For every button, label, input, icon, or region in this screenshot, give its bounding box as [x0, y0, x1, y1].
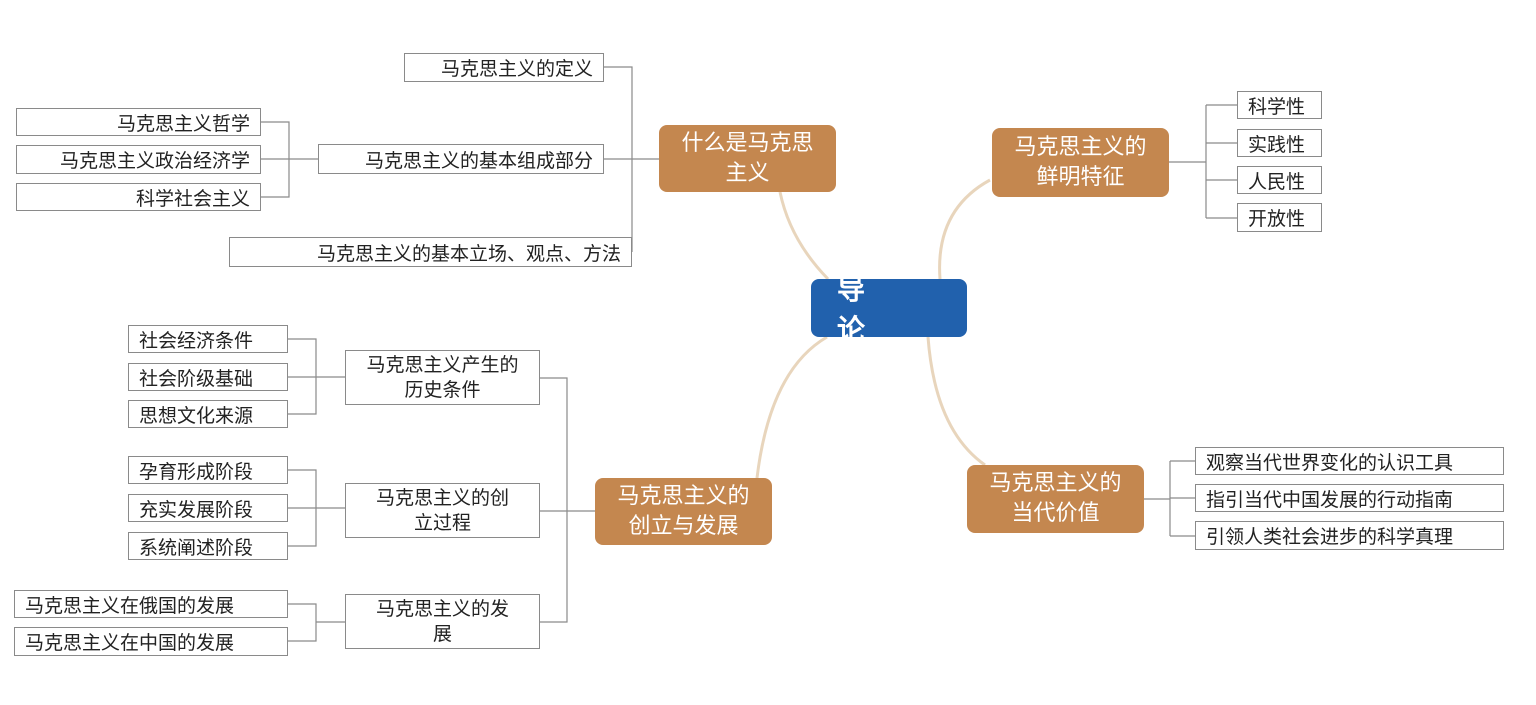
topic-founding-development[interactable]: 马克思主义的创立与发展: [595, 478, 772, 545]
curve-topic-1: [778, 191, 830, 281]
node-scientific[interactable]: 科学性: [1237, 91, 1322, 119]
node-class-basis[interactable]: 社会阶级基础: [128, 363, 288, 391]
topic-what-is-marxism[interactable]: 什么是马克思主义: [659, 125, 836, 192]
node-russia-development[interactable]: 马克思主义在俄国的发展: [14, 590, 288, 618]
node-historical-conditions[interactable]: 马克思主义产生的历史条件: [345, 350, 540, 405]
curve-topic-3: [755, 335, 828, 479]
node-stance-method[interactable]: 马克思主义的基本立场、观点、方法: [229, 237, 632, 267]
node-open[interactable]: 开放性: [1237, 203, 1322, 232]
node-cultural-sources[interactable]: 思想文化来源: [128, 400, 288, 428]
node-founding-process[interactable]: 马克思主义的创立过程: [345, 483, 540, 538]
node-philosophy[interactable]: 马克思主义哲学: [16, 108, 261, 136]
topic-contemporary-value[interactable]: 马克思主义的当代价值: [967, 465, 1144, 533]
node-china-development[interactable]: 马克思主义在中国的发展: [14, 627, 288, 656]
curve-topic-2: [938, 178, 991, 280]
node-people[interactable]: 人民性: [1237, 166, 1322, 194]
node-political-economy[interactable]: 马克思主义政治经济学: [16, 145, 261, 174]
node-formation-stage[interactable]: 孕育形成阶段: [128, 456, 288, 484]
center-node[interactable]: 导 论: [811, 273, 967, 346]
node-definition[interactable]: 马克思主义的定义: [404, 53, 604, 82]
curve-topic-4: [926, 336, 986, 467]
node-action-guide[interactable]: 指引当代中国发展的行动指南: [1195, 484, 1504, 512]
node-components[interactable]: 马克思主义的基本组成部分: [318, 144, 604, 174]
topic-characteristics[interactable]: 马克思主义的鲜明特征: [992, 128, 1169, 197]
node-scientific-truth[interactable]: 引领人类社会进步的科学真理: [1195, 521, 1504, 550]
node-scientific-socialism[interactable]: 科学社会主义: [16, 183, 261, 211]
node-development[interactable]: 马克思主义的发展: [345, 594, 540, 649]
main-curves: [755, 178, 991, 479]
node-systematic-stage[interactable]: 系统阐述阶段: [128, 532, 288, 560]
node-socioeconomic[interactable]: 社会经济条件: [128, 325, 288, 353]
node-practical[interactable]: 实践性: [1237, 129, 1322, 157]
node-cognitive-tool[interactable]: 观察当代世界变化的认识工具: [1195, 447, 1504, 475]
node-enrichment-stage[interactable]: 充实发展阶段: [128, 494, 288, 522]
